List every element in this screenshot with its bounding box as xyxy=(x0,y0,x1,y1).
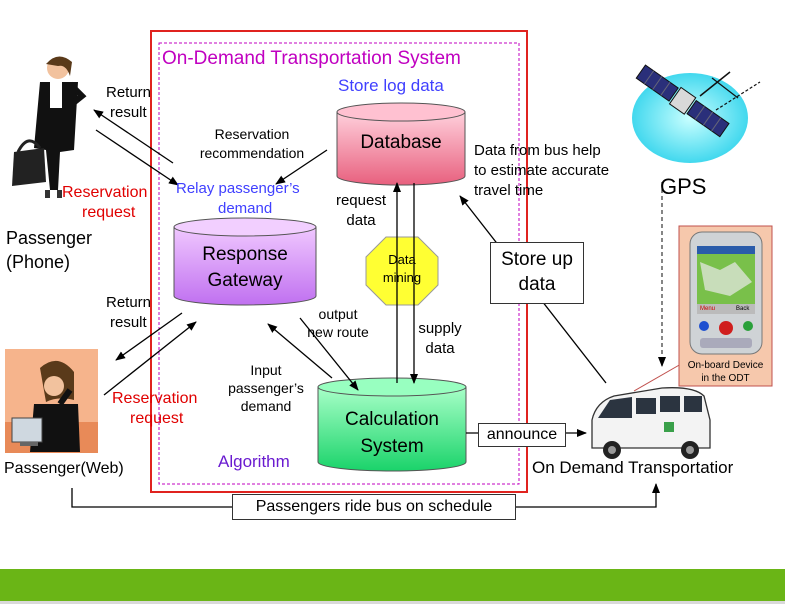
request-data-line2: data xyxy=(346,212,376,229)
odt-van-icon xyxy=(591,387,711,459)
phone-passenger-figure xyxy=(12,56,87,198)
footer-bar xyxy=(0,569,785,601)
input-demand-line2: passenger’s xyxy=(228,380,304,396)
arrow-output-new-route xyxy=(267,323,333,379)
bus-help-line2: to estimate accurate xyxy=(474,162,610,179)
device-back-button-label: Back xyxy=(736,306,750,312)
reservation-request-top-line2: request xyxy=(82,204,136,221)
bus-help-line3: travel time xyxy=(474,182,544,199)
arrow-return-result-top xyxy=(93,109,174,164)
database-label: Database xyxy=(360,132,442,153)
reservation-request-top-line1: Reservation xyxy=(62,184,148,201)
arrow-reservation-request-bottom xyxy=(103,321,197,396)
input-demand-line3: demand xyxy=(240,398,292,414)
store-up-data-box: Store up data xyxy=(490,242,584,304)
calculation-system-label-line2: System xyxy=(360,436,424,457)
onboard-device-line2: in the ODT xyxy=(701,373,750,384)
store-up-data-line1: Store up xyxy=(501,249,573,270)
arrow-reservation-recommendation xyxy=(275,149,328,185)
return-result-bottom-line2: result xyxy=(110,314,147,331)
ride-schedule-box: Passengers ride bus on schedule xyxy=(232,494,516,520)
passenger-phone-label-line2: (Phone) xyxy=(6,252,71,272)
passenger-phone-label-line1: Passenger xyxy=(6,228,93,248)
onboard-device-icon xyxy=(678,225,773,387)
data-mining-label-line2: mining xyxy=(382,270,422,285)
output-route-line1: output xyxy=(318,306,358,322)
reservation-recommendation-line2: recommendation xyxy=(199,145,305,161)
reservation-recommendation-line1: Reservation xyxy=(214,126,290,142)
response-gateway-label-line1: Response xyxy=(202,244,288,265)
database-cylinder xyxy=(336,102,466,186)
return-result-top-line2: result xyxy=(110,104,147,121)
return-result-top-line1: Return xyxy=(106,84,152,101)
data-mining-label-line1: Data xyxy=(388,252,416,267)
device-menu-button-label: Menu xyxy=(700,306,716,312)
arrow-reservation-request-top xyxy=(95,129,179,186)
reservation-request-bottom-line1: Reservation xyxy=(112,390,198,407)
announce-box: announce xyxy=(478,423,566,447)
data-mining-octagon xyxy=(365,236,439,306)
system-title: On-Demand Transportation System xyxy=(162,48,461,69)
relay-demand-line2: demand xyxy=(218,200,273,217)
calculation-system-cylinder xyxy=(317,377,467,472)
input-demand-line1: Input xyxy=(250,362,282,378)
store-log-label: Store log data xyxy=(338,76,444,95)
return-result-bottom-line1: Return xyxy=(106,294,152,311)
supply-data-line2: data xyxy=(425,340,455,357)
output-route-line2: new route xyxy=(307,324,369,340)
arrow-return-result-bottom xyxy=(115,312,183,361)
passenger-web-label: Passenger(Web) xyxy=(4,460,124,477)
response-gateway-cylinder xyxy=(173,217,317,306)
response-gateway-label-line2: Gateway xyxy=(207,270,283,291)
calculation-system-label-line1: Calculation xyxy=(345,409,439,430)
algorithm-label: Algorithm xyxy=(218,452,290,471)
store-up-data-line2: data xyxy=(518,274,556,295)
bus-help-line1: Data from bus help xyxy=(474,142,601,159)
relay-demand-line1: Relay passenger’s xyxy=(176,180,300,197)
web-passenger-figure xyxy=(5,349,98,453)
gps-label: GPS xyxy=(660,174,707,199)
odt-label: On Demand Transportatior xyxy=(532,458,734,477)
reservation-request-bottom-line2: request xyxy=(130,410,184,427)
supply-data-line1: supply xyxy=(418,320,462,337)
onboard-device-line1: On-board Device xyxy=(687,360,764,371)
gps-satellite-icon xyxy=(632,64,761,163)
request-data-line1: request xyxy=(335,192,387,209)
footer-line xyxy=(0,601,785,604)
arrow-input-demand xyxy=(299,317,359,391)
